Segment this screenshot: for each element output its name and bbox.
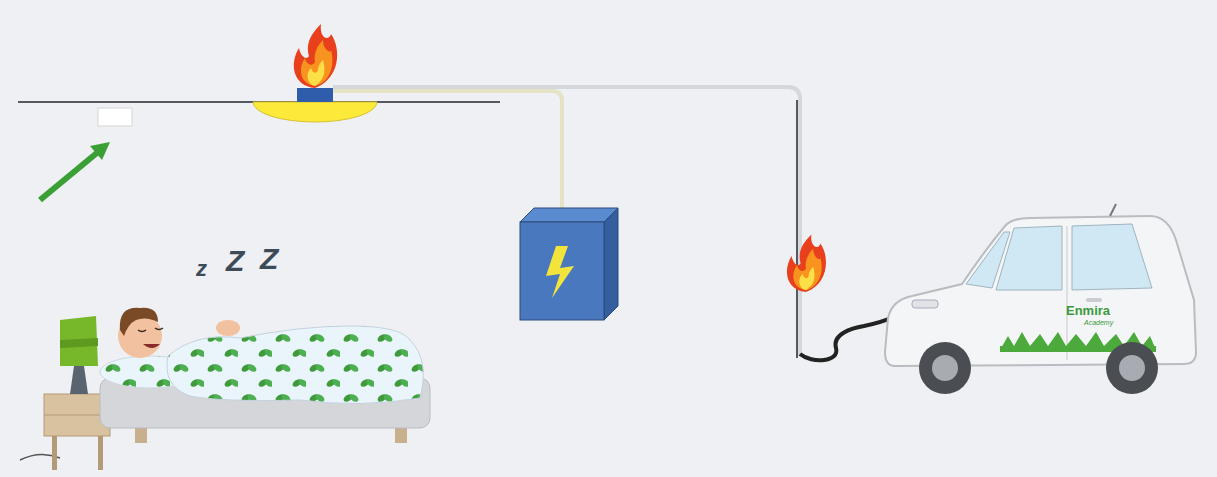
junction-box xyxy=(297,88,333,102)
wall-line xyxy=(796,100,798,358)
wall-cable xyxy=(333,87,800,356)
car-logo-sub: Academy xyxy=(1084,319,1113,326)
green-arrow xyxy=(40,142,110,200)
supply-cable xyxy=(333,91,562,212)
sleep-letter: z xyxy=(196,258,207,280)
ceiling-fire xyxy=(294,24,337,88)
heat-glow xyxy=(253,102,377,122)
car-logo: Enmira xyxy=(1066,304,1110,317)
socket-fire xyxy=(787,234,826,292)
fuse-box xyxy=(520,208,618,320)
electric-car xyxy=(885,204,1196,394)
sleep-letter: Z xyxy=(260,244,278,274)
bed-sleeper xyxy=(100,308,430,443)
sleep-letter: Z xyxy=(226,246,244,276)
nightstand xyxy=(20,316,110,470)
smoke-detector xyxy=(98,108,132,126)
